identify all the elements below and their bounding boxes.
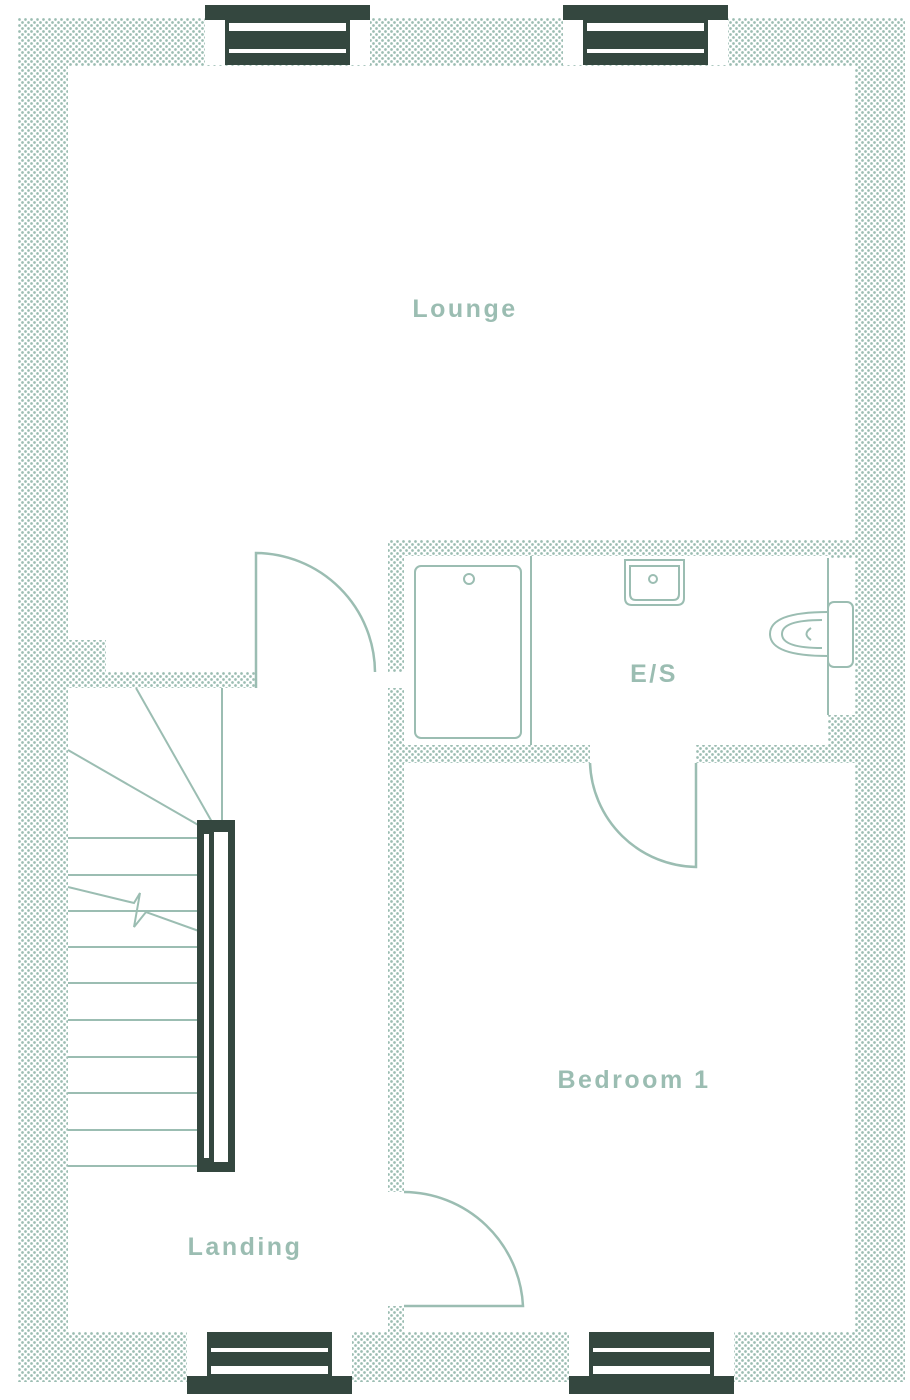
window-top-right-icon: [563, 5, 728, 65]
toilet-icon: [768, 558, 854, 715]
internal-walls: [68, 540, 855, 1332]
wall-ensuite-bottom-right: [696, 745, 855, 763]
wall-ensuite-right-low: [828, 715, 855, 763]
door-ensuite-icon: [588, 762, 698, 869]
wall-ensuite-left: [388, 540, 404, 672]
wall-top: [18, 18, 860, 66]
wall-left: [18, 18, 68, 1382]
room-label-bedroom: Bedroom 1: [557, 1066, 710, 1094]
external-walls: [18, 18, 905, 1382]
staircase-icon: [67, 687, 223, 1167]
room-label-lounge: Lounge: [412, 295, 517, 323]
wall-ensuite-top: [388, 540, 855, 556]
basin-icon: [624, 559, 685, 606]
room-label-ensuite: E/S: [630, 660, 678, 688]
door-bedroom-icon: [403, 1190, 525, 1308]
bath-icon: [414, 556, 532, 745]
window-bottom-right-icon: [569, 1332, 734, 1394]
room-label-landing: Landing: [188, 1233, 303, 1261]
wall-ensuite-bottom-left: [388, 745, 590, 763]
wall-ensuite-right: [828, 540, 855, 558]
door-lounge-icon: [254, 551, 377, 688]
wall-right: [855, 18, 905, 1382]
window-bottom-left-icon: [187, 1332, 352, 1394]
stair-handrail: [197, 820, 235, 1172]
wall-landing-top: [68, 672, 256, 688]
wall-bedroom-left: [388, 688, 404, 1192]
wall-bedroom-left-low: [388, 1306, 404, 1332]
window-top-left-icon: [205, 5, 370, 65]
